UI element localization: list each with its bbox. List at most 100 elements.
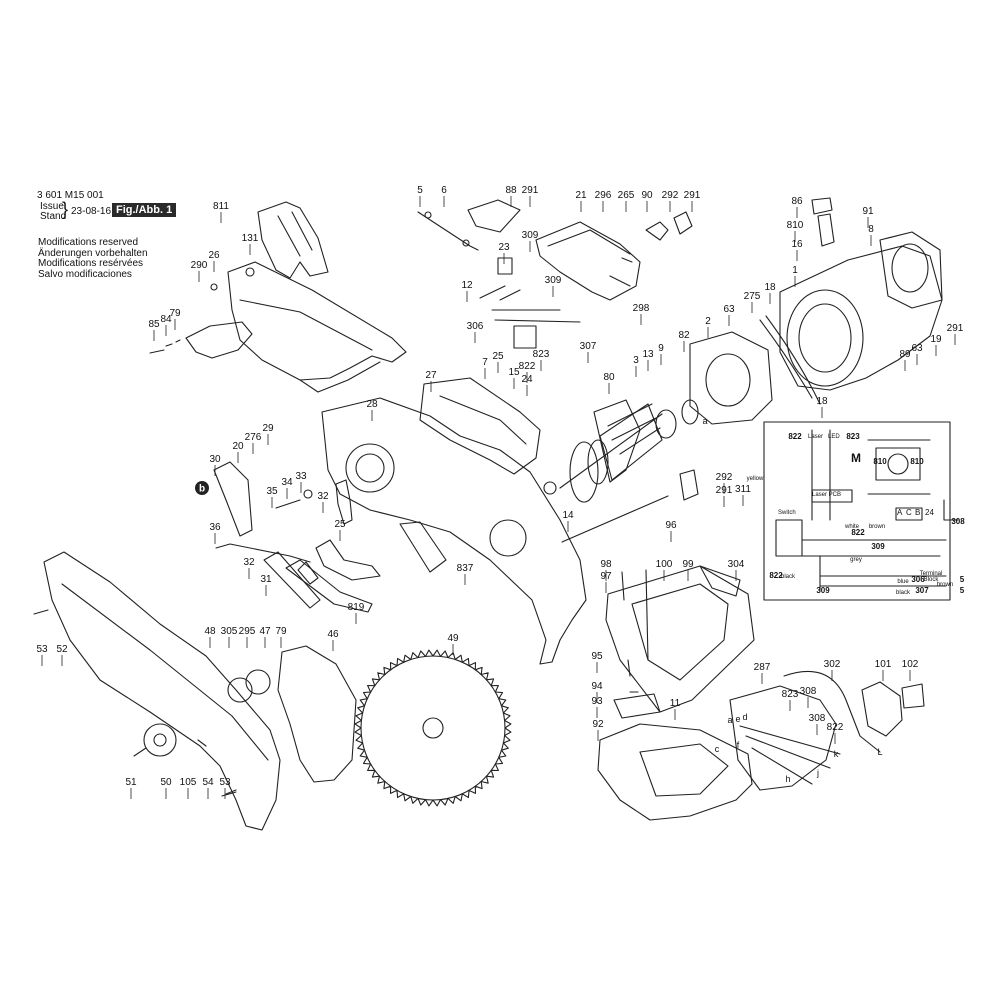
wire-color-label: black bbox=[896, 590, 911, 596]
part-callout: 53 bbox=[36, 644, 48, 655]
wiring-callout: 306 bbox=[911, 575, 925, 584]
part-callout: 11 bbox=[670, 698, 681, 709]
part-callout: 291 bbox=[522, 185, 539, 196]
part-callout: 18 bbox=[816, 396, 828, 407]
part-callout: 85 bbox=[148, 319, 160, 330]
stand-label: Stand bbox=[40, 211, 67, 222]
callout-flag-marker bbox=[195, 481, 209, 495]
part-callout: 811 bbox=[213, 201, 229, 212]
part-callout: 51 bbox=[125, 777, 137, 788]
note-line: Modifications resérvées bbox=[38, 258, 144, 269]
base-housing bbox=[597, 565, 925, 821]
wiring-diagram bbox=[763, 421, 959, 601]
part-callout: 32 bbox=[243, 557, 255, 568]
wiring-callout: 5 bbox=[960, 586, 965, 595]
terminal-b: B bbox=[915, 508, 921, 517]
wire-end-letter: d bbox=[742, 712, 747, 722]
part-callout: 26 bbox=[208, 250, 220, 261]
wire-color-label: brown bbox=[937, 582, 953, 588]
part-callout: 287 bbox=[754, 662, 771, 673]
part-callout: 86 bbox=[791, 196, 803, 207]
part-callout: 35 bbox=[266, 486, 278, 497]
part-callout: 810 bbox=[787, 220, 804, 231]
part-callout: 100 bbox=[656, 559, 673, 570]
laser-pcb-label: Laser PCB bbox=[812, 492, 842, 498]
part-callout: 15 bbox=[508, 367, 520, 378]
wiring-callout: 822 bbox=[788, 432, 802, 441]
part-callout: 13 bbox=[642, 349, 654, 360]
part-callout: 819 bbox=[348, 602, 365, 613]
part-callout: 24 bbox=[521, 374, 533, 385]
part-callout: 19 bbox=[930, 334, 942, 345]
part-callout: 12 bbox=[461, 280, 473, 291]
part-callout: 31 bbox=[260, 574, 272, 585]
bracket-parts bbox=[213, 461, 381, 613]
wiring-callout: 309 bbox=[871, 542, 885, 551]
part-callout: 2 bbox=[705, 316, 711, 327]
part-callout: 306 bbox=[467, 321, 484, 332]
part-callout: 47 bbox=[259, 626, 271, 637]
part-callout: 276 bbox=[245, 432, 262, 443]
part-callout: 46 bbox=[327, 629, 339, 640]
wiring-callout: 308 bbox=[951, 517, 965, 526]
part-callout: 105 bbox=[180, 777, 197, 788]
callout-flag: b bbox=[199, 484, 205, 495]
wiring-callout: 307 bbox=[915, 586, 929, 595]
part-callout: 3 bbox=[633, 355, 639, 366]
wire-end-letter: a bbox=[702, 416, 707, 426]
wire-color-label: yellow bbox=[747, 476, 764, 482]
part-callout: 53 bbox=[219, 777, 231, 788]
part-callout: 23 bbox=[498, 242, 510, 253]
part-callout: 304 bbox=[728, 559, 745, 570]
wire-end-letter: c bbox=[715, 744, 720, 754]
part-callout: 5 bbox=[417, 185, 423, 196]
part-callout: 291 bbox=[716, 485, 733, 496]
part-callout: 265 bbox=[618, 190, 635, 201]
part-callout: 292 bbox=[662, 190, 679, 201]
part-callout: 822 bbox=[519, 361, 536, 372]
part-callout: 79 bbox=[275, 626, 287, 637]
part-callout: 295 bbox=[239, 626, 256, 637]
part-callout: 308 bbox=[800, 686, 817, 697]
switch-label: Switch bbox=[778, 510, 796, 516]
wire-color-label: brown bbox=[869, 524, 885, 530]
part-callout: 1 bbox=[792, 265, 798, 276]
note-line: Änderungen vorbehalten bbox=[38, 247, 148, 259]
part-callout: 823 bbox=[782, 689, 799, 700]
part-callout: 93 bbox=[591, 696, 603, 707]
part-callout: 34 bbox=[281, 477, 293, 488]
blade-guard-assembly bbox=[149, 201, 407, 393]
part-callout: 63 bbox=[911, 343, 923, 354]
terminal-c: C bbox=[906, 508, 912, 517]
part-callout: 7 bbox=[482, 357, 488, 368]
wire-color-label: grey bbox=[850, 557, 862, 563]
part-callout: 98 bbox=[600, 559, 612, 570]
modification-notes: Modifications reserved Änderungen vorbeh… bbox=[38, 237, 148, 280]
part-callout: 88 bbox=[505, 185, 517, 196]
part-callout: 302 bbox=[824, 659, 841, 670]
part-callout: 33 bbox=[295, 471, 307, 482]
part-callout: 131 bbox=[242, 233, 259, 244]
part-callout: 8 bbox=[868, 224, 874, 235]
part-callout: 48 bbox=[204, 626, 216, 637]
part-callout: 307 bbox=[580, 341, 597, 352]
part-callout: 50 bbox=[160, 777, 172, 788]
part-callout: 305 bbox=[221, 626, 238, 637]
part-callout: 309 bbox=[522, 230, 539, 241]
wire-color-label: white bbox=[844, 524, 860, 530]
part-callout: 96 bbox=[665, 520, 677, 531]
part-callout: 290 bbox=[191, 260, 208, 271]
part-callout: 29 bbox=[262, 423, 274, 434]
wire-end-letter: j bbox=[816, 768, 819, 778]
part-callout: 95 bbox=[591, 651, 603, 662]
part-callout: 309 bbox=[545, 275, 562, 286]
note-line: Modifications reserved bbox=[38, 237, 139, 248]
issue-date: 23-08-16 bbox=[71, 206, 112, 217]
wire-end-letter: a bbox=[727, 715, 732, 725]
figure-label: Fig./Abb. 1 bbox=[112, 203, 177, 217]
armature bbox=[543, 399, 699, 543]
motor-symbol: M bbox=[851, 451, 861, 465]
terminal-a: A bbox=[897, 508, 903, 517]
part-callout: 18 bbox=[764, 282, 776, 293]
